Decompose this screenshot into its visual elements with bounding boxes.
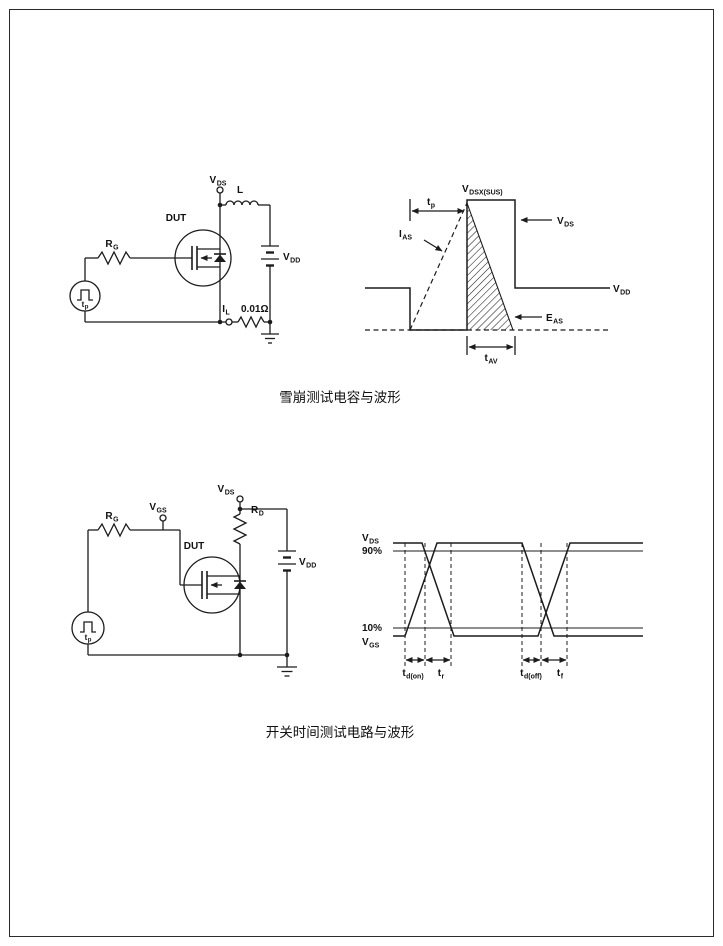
- figure1-caption: 雪崩测试电容与波形: [279, 389, 401, 405]
- inductor-label: L: [237, 185, 243, 196]
- ten-percent-label: 10%: [362, 623, 382, 634]
- avalanche-waveform-curves: [365, 199, 610, 355]
- vds-terminal: [236, 495, 244, 503]
- vds-terminal: [216, 186, 224, 194]
- pulse-generator: [71, 611, 105, 645]
- switching-circuit-wiring: [71, 495, 297, 677]
- td-off-label: td(off): [520, 668, 542, 681]
- ground-symbol: [277, 655, 297, 677]
- tf-label: tf: [557, 668, 564, 681]
- rg-label: RG: [105, 511, 119, 524]
- figure2-caption: 开关时间测试电路与波形: [266, 725, 415, 740]
- td-on-label: td(on): [402, 668, 423, 681]
- shunt-label: 0.01Ω: [241, 304, 268, 315]
- ias-ramp: [409, 202, 468, 331]
- dut-label: DUT: [166, 213, 187, 224]
- battery-symbol: [261, 245, 279, 267]
- dut-circle: [183, 556, 241, 614]
- page-border: [9, 9, 714, 937]
- vds-label: VDS: [210, 175, 227, 188]
- switching-circuit-diagram: VDS RD DUT RG VGS VDD tp: [71, 484, 316, 677]
- rd-label: RD: [251, 505, 264, 518]
- vds-label: VDS: [362, 533, 379, 546]
- rg-label: RG: [105, 239, 119, 252]
- tr-label: tr: [438, 668, 445, 681]
- tav-label: tAV: [484, 353, 497, 366]
- vds-label: VDS: [557, 216, 574, 229]
- eas-label: EAS: [546, 313, 563, 326]
- vdd-label: VDD: [613, 284, 630, 297]
- ias-label: IAS: [399, 229, 412, 242]
- vds-label: VDS: [218, 484, 235, 497]
- vgs-label: VGS: [149, 502, 167, 515]
- ground-symbol: [261, 322, 279, 344]
- avalanche-circuit-wiring: [69, 186, 279, 344]
- switching-waveform-diagram: VDS 90% 10% VGS td(on) tr td(off) tf: [362, 533, 643, 681]
- vdd-label: VDD: [283, 252, 300, 265]
- shunt-resistor: [237, 315, 265, 329]
- switching-waveform-curves: [393, 542, 643, 666]
- ninety-percent-label: 90%: [362, 546, 382, 557]
- body-diode-anode: [214, 254, 226, 262]
- ias-pointer-arrow: [423, 239, 443, 252]
- vgs-label: VGS: [362, 637, 380, 650]
- tp-generator-label: tp: [85, 633, 92, 644]
- mosfet-symbol: [191, 246, 226, 270]
- vds-trace: [393, 542, 643, 637]
- vdd-label: VDD: [299, 557, 316, 570]
- rg-resistor: [97, 522, 131, 538]
- il-label: IL: [222, 304, 230, 317]
- avalanche-waveform-diagram: tp VDSX(SUS) IAS VDS VDD EAS tAV: [365, 184, 630, 366]
- dut-circle: [174, 229, 232, 287]
- vdsx-sus-label: VDSX(SUS): [462, 184, 503, 197]
- pulse-glyph: [77, 289, 93, 301]
- il-terminal: [225, 318, 233, 326]
- tp-label: tp: [427, 197, 435, 210]
- tp-generator-label: tp: [82, 300, 89, 311]
- pulse-glyph: [80, 621, 96, 633]
- battery-symbol: [278, 550, 296, 572]
- current-decay-edge: [466, 202, 514, 331]
- dut-label: DUT: [184, 541, 205, 552]
- avalanche-circuit-diagram: VDS L DUT RG VDD IL 0.01Ω tp: [69, 175, 300, 344]
- vgs-terminal: [159, 514, 167, 522]
- rg-resistor: [97, 250, 131, 266]
- rd-resistor: [232, 513, 248, 545]
- vgs-trace: [393, 542, 643, 637]
- inductor-coil: [225, 200, 259, 206]
